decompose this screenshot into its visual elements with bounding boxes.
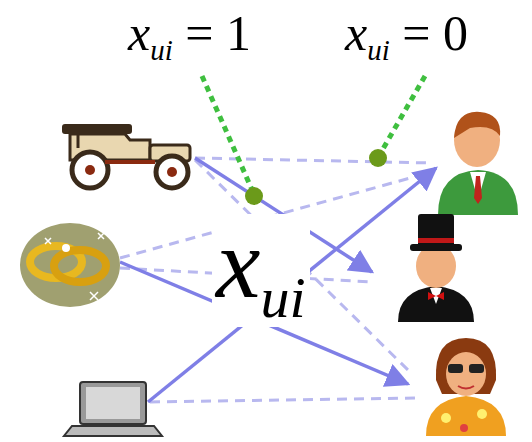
math-label: xui = 0: [345, 8, 468, 65]
laptop-icon: [64, 382, 162, 436]
link-dot: [245, 187, 263, 205]
user-icon: [426, 338, 506, 436]
car-icon: [62, 124, 190, 188]
link-dot: [369, 149, 387, 167]
math-label: xui = 1: [128, 8, 251, 65]
rings-icon: [20, 223, 120, 307]
zero-links: [120, 158, 432, 402]
leader-lines: [202, 76, 425, 192]
one-links: [120, 158, 436, 402]
math-label: xui: [212, 214, 310, 327]
user-icon: [398, 214, 474, 322]
user-icon: [438, 112, 518, 215]
